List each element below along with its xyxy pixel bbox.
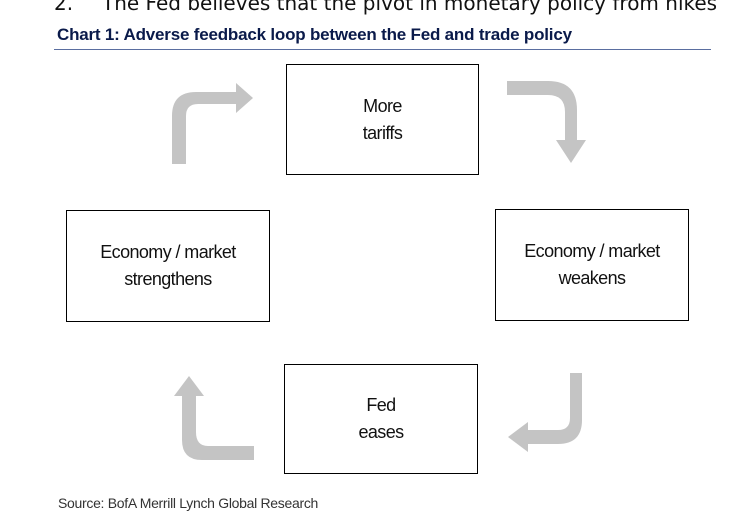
list-item-text: The Fed believes that the pivot in monet… — [102, 0, 718, 15]
node-economy-weakens: Economy / market weakens — [495, 209, 689, 321]
arrow-fed-eases-to-strengthens-icon — [174, 376, 254, 460]
list-number: 2. — [54, 0, 74, 15]
preceding-paragraph-line: 2. The Fed believes that the pivot in mon… — [54, 0, 735, 17]
arrow-weakens-to-fed-eases-icon — [508, 373, 582, 452]
node-label: More tariffs — [362, 95, 403, 143]
arrow-strengthens-to-tariffs-icon — [172, 83, 253, 164]
node-label: Fed eases — [358, 395, 404, 442]
node-label: Economy / market strengthens — [100, 242, 236, 289]
title-underline — [54, 49, 711, 50]
node-economy-strengthens: Economy / market strengthens — [66, 210, 270, 322]
arrow-tariffs-to-weakens-icon — [507, 81, 586, 163]
node-label: Economy / market weakens — [524, 241, 660, 288]
chart-title: Chart 1: Adverse feedback loop between t… — [57, 25, 572, 44]
node-more-tariffs: More tariffs — [286, 64, 479, 175]
source-note: Source: BofA Merrill Lynch Global Resear… — [58, 495, 319, 511]
node-fed-eases: Fed eases — [284, 364, 478, 474]
